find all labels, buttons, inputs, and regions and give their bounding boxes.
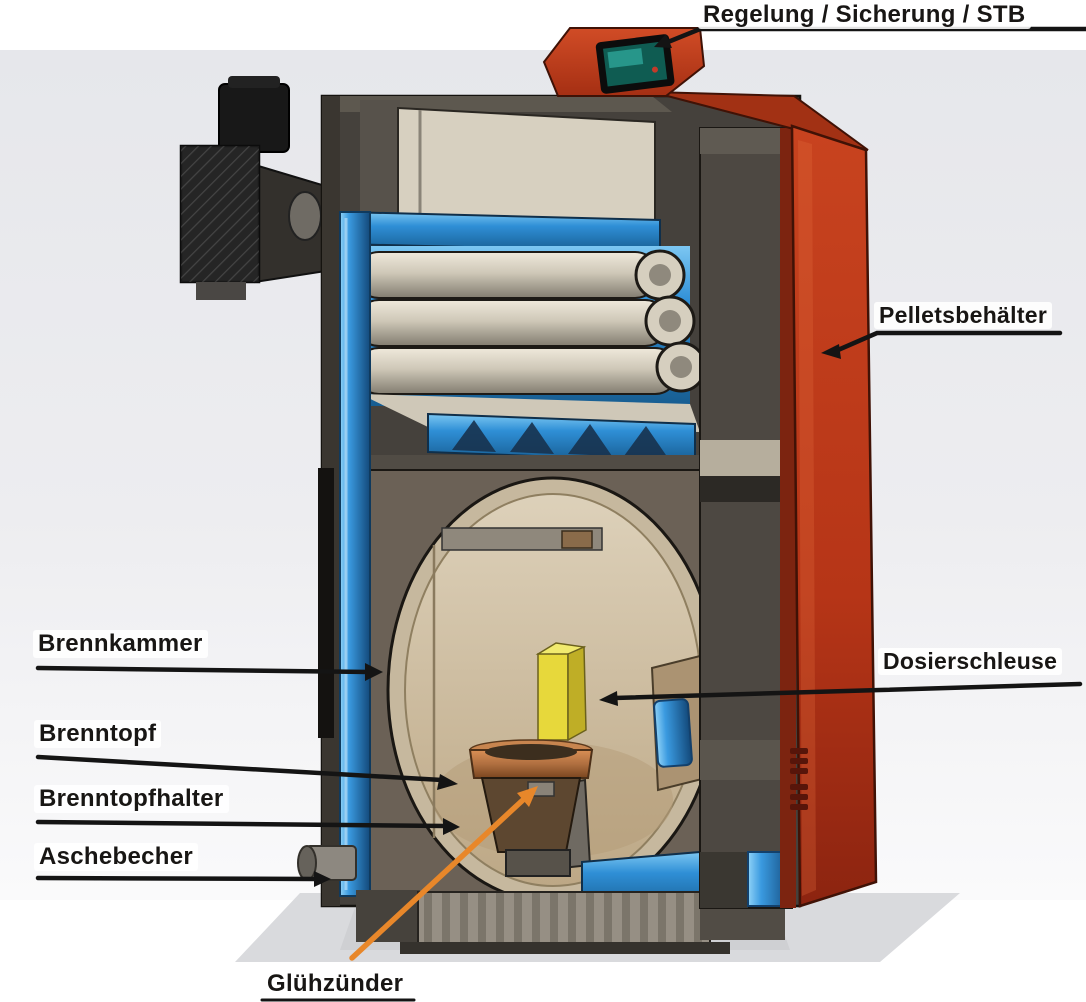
boiler-body [297,94,802,954]
callout-brennkammer-line [35,665,373,675]
pellet-hopper [651,91,878,908]
label-pelletsbehaelter: Pelletsbehälter [874,302,1053,330]
flue-flange [288,191,322,241]
dosing-motor [653,698,693,768]
callout-pelletsbehaelter-line [835,330,1063,353]
dosing-unit [535,642,587,742]
water-channel-bottom [427,412,696,464]
label-regelung: Regelung / Sicherung / STB [698,1,1031,30]
callout-brenntopf-line [35,754,445,783]
arrowhead-dosierschleuse [599,691,618,706]
flue-cap [218,83,290,153]
ash-outlet-stub [297,845,357,881]
flue-duct-foot [196,282,246,300]
arrowhead-brenntopfhalter [443,818,460,835]
burn-pot [468,739,594,877]
label-brenntopfhalter: Brenntopfhalter [34,785,229,814]
flue-cap-top [228,76,280,88]
callout-aschebecher-line [35,875,320,882]
label-aschebecher: Aschebecher [34,843,199,872]
right-casing-column [699,127,796,909]
heat-exchanger-tubes [350,246,707,432]
callout-brenntopfhalter-line [35,819,449,829]
callout-dosierschleuse-line [611,681,1083,701]
door-slot [318,468,334,738]
hopper-side-panel [790,124,878,908]
igniter-arrow [349,786,538,961]
hopper-roof [651,91,869,151]
label-dosierschleuse: Dosierschleuse [878,648,1063,676]
label-gluehzuender: Glühzünder [262,970,409,999]
arrowhead-brennkammer [365,663,383,681]
label-brenntopf: Brenntopf [34,720,162,749]
callout-lines [35,26,1086,1002]
arrowhead-regelung [654,34,672,48]
flue-pipe-assembly [179,76,333,300]
control-unit [542,27,706,97]
arrowhead-aschebecher [314,871,331,887]
label-brennkammer: Brennkammer [33,630,208,659]
hopper-vents [790,748,808,810]
arrowhead-pelletsbehaelter [821,344,841,359]
callout-arrowheads [314,34,841,887]
callout-regelung-line [665,26,1086,45]
arrowhead-brenntopf [437,774,458,790]
